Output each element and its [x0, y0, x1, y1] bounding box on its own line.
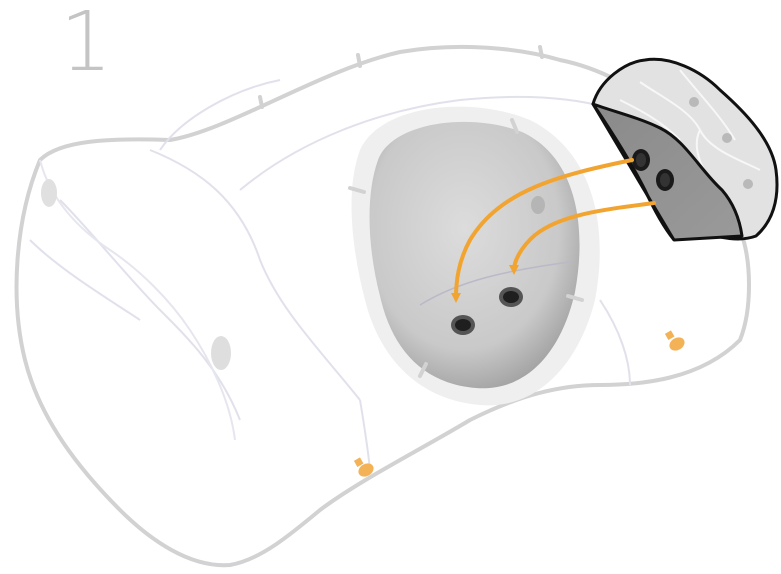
rock-hold — [593, 59, 777, 240]
dimple-upper — [41, 179, 57, 207]
dimple-lower — [211, 336, 231, 370]
screw-hole-icon — [656, 169, 674, 191]
recess-dimple — [531, 196, 545, 214]
screw-hole-icon — [451, 315, 475, 335]
orange-peg-icon — [665, 330, 687, 353]
screw-hole-icon — [499, 287, 523, 307]
end-cap-outline — [40, 160, 235, 440]
screw-hole-icon — [632, 149, 650, 171]
